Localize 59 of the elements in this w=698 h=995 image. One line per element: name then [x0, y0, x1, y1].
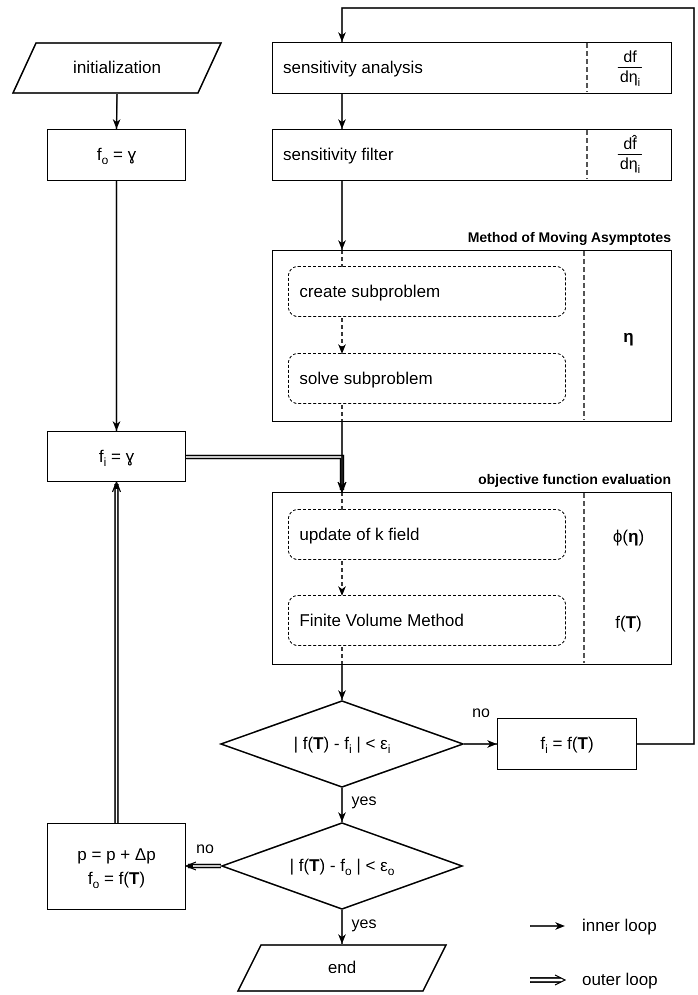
condition-label: | f(T) - f$_{i}$ | < ε$_{i}$ [294, 733, 390, 756]
process-box [272, 129, 672, 181]
step-label: Finite Volume Method [299, 610, 464, 631]
process-box [272, 42, 672, 94]
step-label: f$_{i}$ = ɣ [98, 446, 134, 468]
connector-line [341, 405, 343, 422]
connector-line [341, 492, 343, 510]
step-label: update of k field [299, 524, 420, 545]
arrow [338, 910, 346, 944]
arrow [338, 181, 346, 250]
input-output-parallelogram [237, 944, 447, 992]
arrow [338, 422, 346, 492]
connector-line [341, 250, 343, 267]
decision-diamond [220, 700, 464, 788]
variable-label: η [623, 327, 634, 347]
arrow [338, 788, 346, 822]
double-arrow [112, 481, 122, 823]
group-heading: objective function evaluation [478, 470, 671, 489]
step-label: sensitivity filter [283, 145, 394, 165]
step-label: f$_{o}$ = ɣ [96, 144, 136, 167]
arrow [112, 181, 120, 431]
fraction-numerator: df [618, 49, 642, 68]
connector-line [341, 647, 343, 665]
step-label: sensitivity analysis [283, 58, 423, 78]
input-output-parallelogram [12, 42, 222, 94]
double-arrow [185, 861, 221, 871]
condition-label: | f(T) - f$_{o}$ | < ε$_{o}$ [290, 855, 394, 878]
step-label: end [328, 957, 356, 979]
step-label: initialization [73, 57, 161, 79]
step-label: p = p + Δp [77, 844, 156, 866]
process-box [47, 823, 186, 910]
variable-label: ϕ(η) [612, 526, 644, 546]
arrow [338, 7, 695, 745]
process-box [497, 718, 637, 770]
fraction-denominator: dη$_{i}$ [618, 68, 642, 87]
arrow [338, 94, 346, 129]
arrow [338, 318, 346, 354]
legend-label: inner loop [582, 915, 657, 937]
subprocess-box [288, 509, 566, 560]
arrow [338, 561, 346, 596]
step-label: solve subproblem [299, 368, 433, 389]
double-arrow [186, 454, 347, 493]
arrow [464, 740, 497, 748]
step-label: f$_{o}$ = f(T) [86, 868, 146, 890]
decision-diamond [221, 822, 463, 910]
subprocess-box [288, 353, 566, 404]
arrow [338, 665, 346, 700]
variable-label: f(T) [615, 612, 642, 632]
fraction-numerator: df̂ [618, 136, 642, 155]
process-box [47, 129, 186, 181]
legend-label: outer loop [582, 969, 658, 991]
step-label: f$_{i}$ = f(T) [540, 733, 594, 756]
subprocess-box [288, 266, 566, 318]
arrow [112, 94, 121, 130]
fraction-denominator: dη$_{i}$ [618, 155, 642, 174]
subprocess-box [288, 595, 566, 646]
step-label: create subproblem [299, 282, 440, 302]
process-box [47, 431, 186, 482]
group-heading: Method of Moving Asymptotes [468, 228, 671, 247]
